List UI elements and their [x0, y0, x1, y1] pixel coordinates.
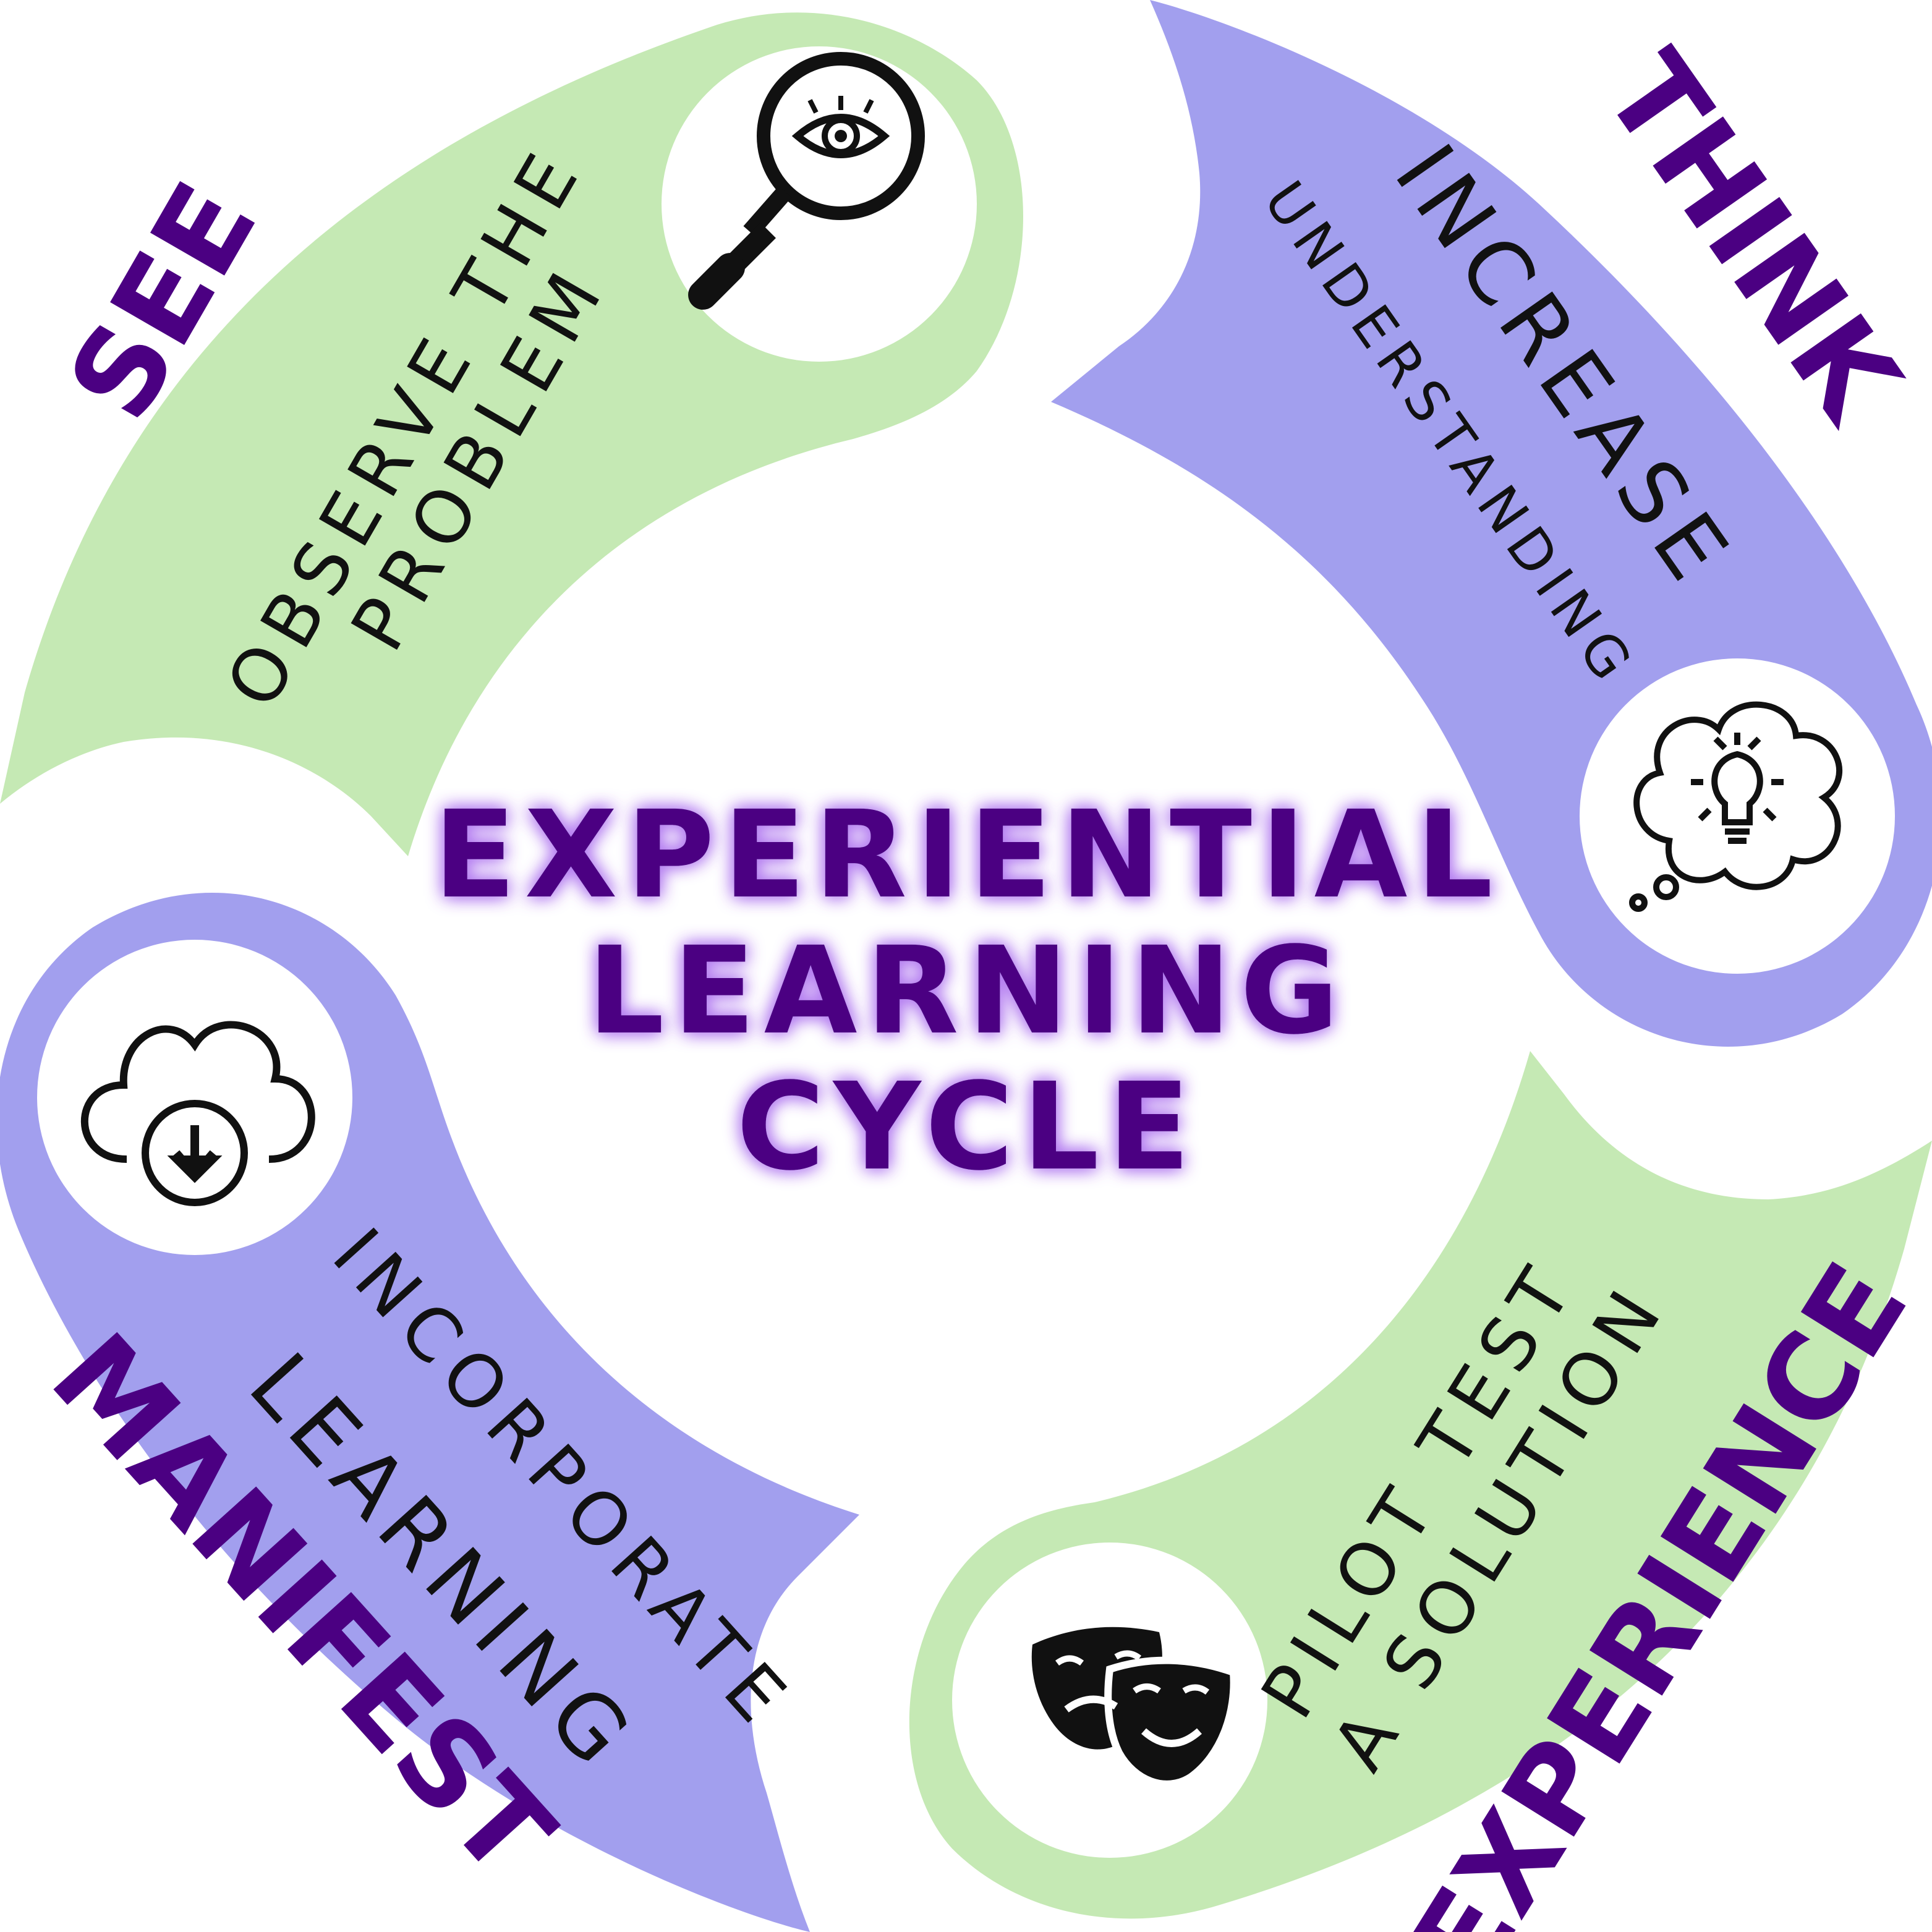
title-line2: LEARNING	[587, 921, 1348, 1061]
cloud-download-icon	[80, 1021, 315, 1206]
center-title: EXPERIENTIAL LEARNING CYCLE	[433, 785, 1502, 1197]
theater-masks-icon	[1031, 1627, 1238, 1788]
title-line3: CYCLE	[736, 1057, 1199, 1197]
lightbulb-thought-icon	[1629, 701, 1842, 912]
manifest-icon-circle	[37, 940, 352, 1255]
phase-see: SEE OBSERVE THE PROBLEM	[0, 12, 1023, 857]
title-line1: EXPERIENTIAL	[433, 785, 1502, 925]
magnifier-eye-icon	[688, 52, 925, 310]
